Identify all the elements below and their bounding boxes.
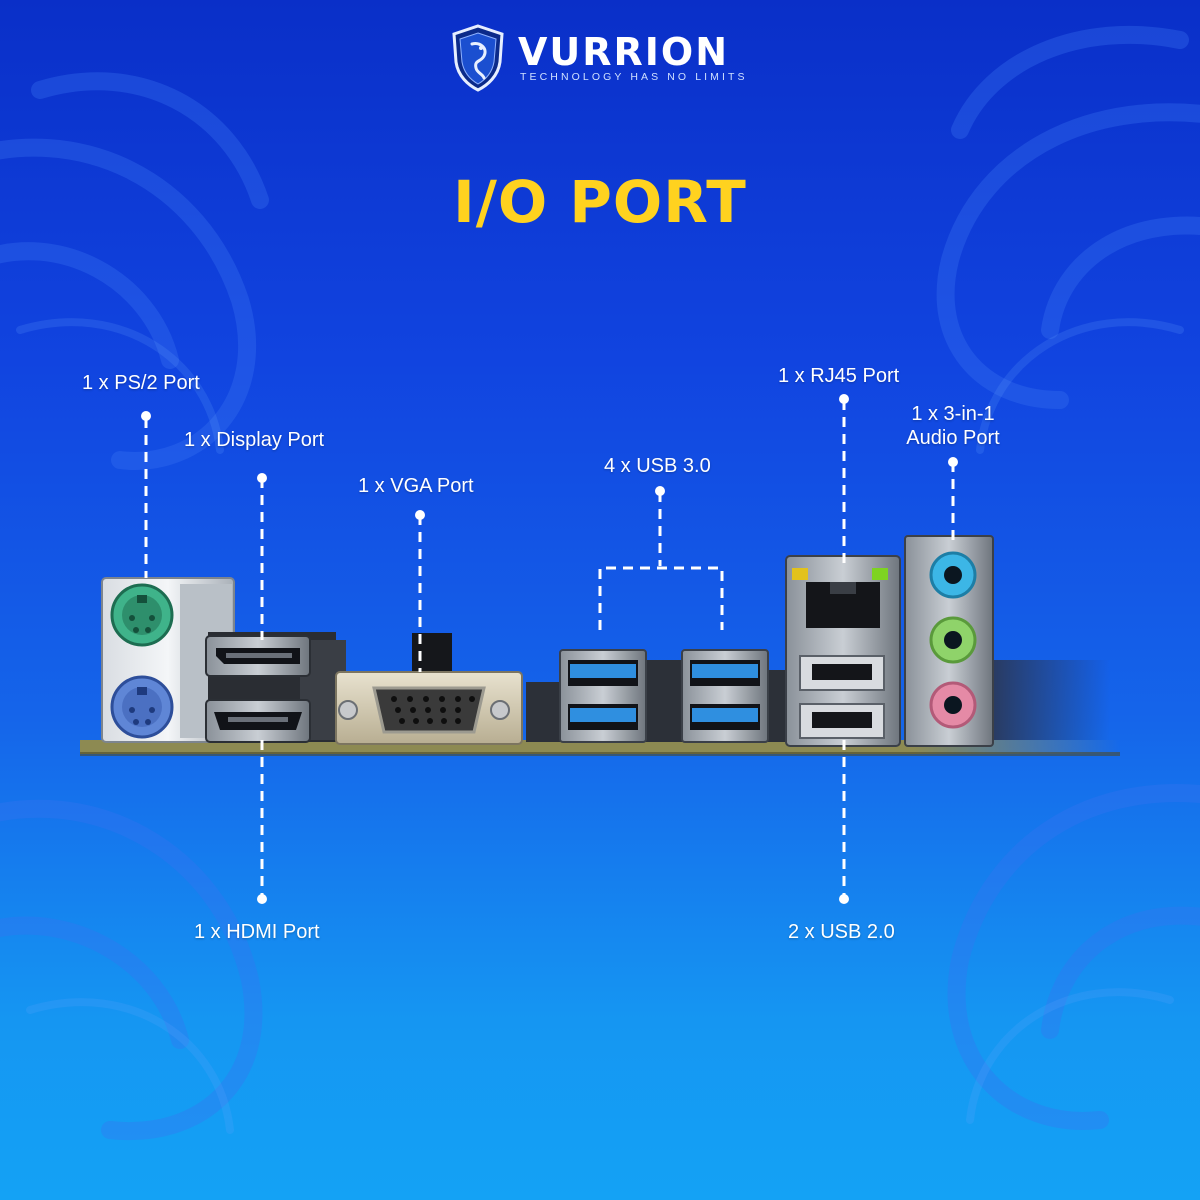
brand-name: VURRION — [518, 30, 730, 74]
ps2-port-label: 1 x PS/2 Port — [82, 372, 200, 394]
rj45-usb2-connector — [785, 555, 901, 747]
audio-port-label: 1 x 3-in-1 Audio Port — [888, 402, 1018, 450]
hdmi-port-label: 1 x HDMI Port — [194, 921, 320, 943]
usb3-port-label: 4 x USB 3.0 — [604, 455, 711, 477]
brand-logo: VURRION TECHNOLOGY HAS NO LIMITS — [450, 24, 760, 96]
display-port-label: 1 x Display Port — [184, 429, 325, 451]
rj45-port-label: 1 x RJ45 Port — [778, 365, 900, 387]
page-title: I/O PORT — [453, 168, 747, 236]
leader-lines — [144, 400, 955, 898]
usb3-port-connectors — [526, 649, 790, 743]
usb3-bracket-line — [598, 566, 724, 630]
vga-port-connector — [335, 633, 523, 745]
audio-port-label-line2: Audio Port — [906, 427, 1000, 449]
ps2-port-connector — [101, 577, 235, 743]
vga-port-label: 1 x VGA Port — [358, 475, 474, 497]
audio-port-label-line1: 1 x 3-in-1 — [911, 403, 995, 425]
brand-tagline: TECHNOLOGY HAS NO LIMITS — [520, 71, 748, 83]
usb2-port-label: 2 x USB 2.0 — [788, 921, 895, 943]
leader-dots — [141, 394, 958, 904]
displayport-hdmi-connector — [205, 632, 346, 743]
dragon-shield-icon — [452, 24, 504, 92]
audio-port-connector — [904, 535, 994, 747]
